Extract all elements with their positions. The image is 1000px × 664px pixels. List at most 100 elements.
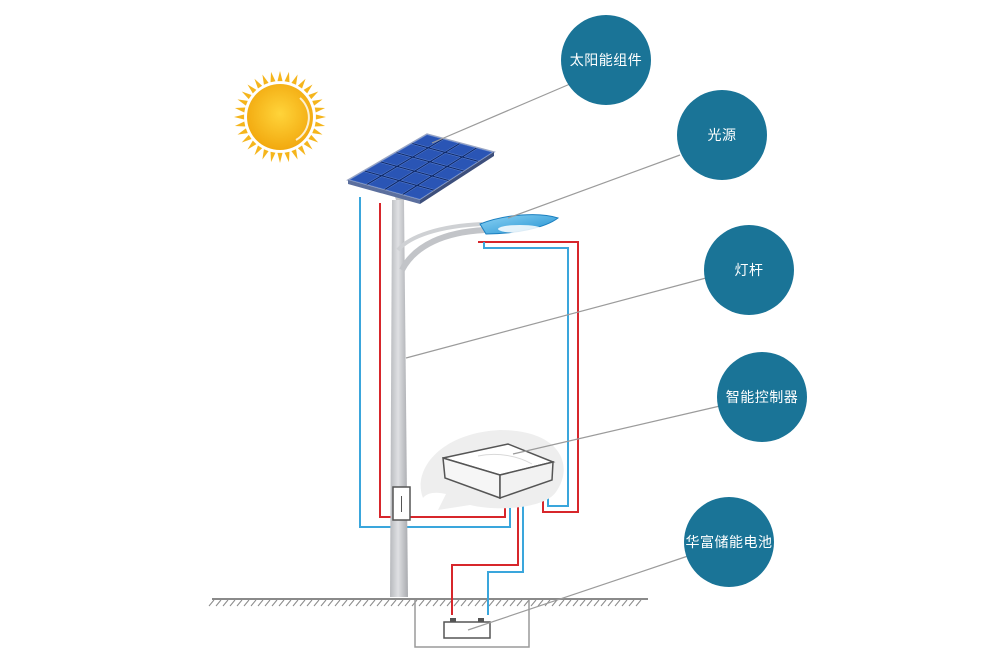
callout-battery: 华富储能电池 (684, 497, 774, 587)
sun-ray (237, 128, 248, 135)
sun-ray (284, 71, 290, 83)
sun-icon (234, 71, 326, 163)
sun-ray (303, 84, 313, 94)
ground-hatch (313, 599, 320, 607)
ground-hatch (551, 599, 558, 607)
ground-hatch (635, 599, 642, 607)
ground-hatch (530, 599, 537, 607)
solar-cell (400, 171, 431, 185)
ground-hatch (348, 599, 355, 607)
ground-hatch (236, 599, 243, 607)
sun-ray (284, 151, 290, 163)
solar-cell (385, 181, 416, 195)
leader-lines (405, 83, 721, 631)
callout-light-source-label: 光源 (707, 128, 737, 144)
sun-ray (303, 140, 313, 150)
solar-cell (380, 152, 412, 166)
ground-hatch (509, 599, 516, 607)
ground-hatch (565, 599, 572, 607)
sun-ray (241, 134, 252, 143)
ground-hatch (467, 599, 474, 607)
battery-pit (414, 600, 530, 648)
ground-hatch (341, 599, 348, 607)
sun-ray (315, 114, 326, 120)
sun-ray (254, 78, 263, 89)
solar-cell (431, 152, 461, 166)
ground-hatch (439, 599, 446, 607)
ground-hatch (320, 599, 327, 607)
ground-hatch (306, 599, 313, 607)
ground-hatch (453, 599, 460, 607)
ground-hatch (607, 599, 614, 607)
callout-lamp-pole-label: 灯杆 (734, 263, 764, 279)
ground-hatch (460, 599, 467, 607)
sun-ray (234, 107, 246, 113)
sun-ray (297, 145, 306, 156)
solar-cell (418, 176, 449, 190)
sun-ray (254, 145, 263, 156)
ground-hatch (222, 599, 229, 607)
sun-ray (291, 74, 298, 85)
callout-controller: 智能控制器 (717, 352, 807, 442)
ground-hatch (614, 599, 621, 607)
solar-panel (346, 133, 496, 204)
ground-hatch (579, 599, 586, 607)
sun-ray (234, 114, 245, 120)
ground-hatch (215, 599, 222, 607)
positive-wires (379, 203, 579, 615)
light-source-lamp (479, 214, 560, 235)
sun-ray (270, 71, 276, 83)
sun-ray (312, 128, 323, 135)
ground-hatch (488, 599, 495, 607)
callout-lamp-pole: 灯杆 (704, 225, 794, 315)
sun-ray (277, 71, 283, 82)
ground-hatch (229, 599, 236, 607)
solar-cell (463, 148, 493, 162)
ground-hatch (558, 599, 565, 607)
ground-hatch (425, 599, 432, 607)
ground-hatch (397, 599, 404, 607)
solar-cell (349, 171, 381, 185)
solar-cell (446, 143, 476, 157)
ground-hatch (243, 599, 250, 607)
sun-ray (262, 74, 269, 85)
sun-ray (241, 91, 252, 100)
ground-hatch (516, 599, 523, 607)
callout-controller-label: 智能控制器 (725, 390, 799, 406)
ground-hatch (285, 599, 292, 607)
sun-ray (291, 149, 298, 160)
ground-hatch (369, 599, 376, 607)
ground-hatch (299, 599, 306, 607)
sun-ray (308, 134, 319, 143)
sun-ray (247, 84, 257, 94)
solar-cell (396, 143, 427, 157)
solar-cell (382, 166, 414, 181)
callout-light-source: 光源 (677, 90, 767, 180)
ground-hatch (292, 599, 299, 607)
solar-cell (398, 157, 429, 171)
ground-hatch (271, 599, 278, 607)
solar-cell (415, 162, 446, 176)
ground-hatch (355, 599, 362, 607)
callout-solar-panel-label: 太阳能组件 (569, 53, 643, 69)
callout-solar-panel: 太阳能组件 (561, 15, 651, 105)
solar-cell (433, 167, 464, 181)
sun-ray (234, 121, 246, 127)
lamp-pole (390, 188, 486, 597)
ground-hatch (257, 599, 264, 607)
solar-cell (403, 186, 434, 200)
callout-battery-label: 华富储能电池 (685, 535, 773, 551)
ground-hatch (502, 599, 509, 607)
ground-hatch (383, 599, 390, 607)
solar-cell (367, 176, 398, 190)
sun-ray (297, 78, 306, 89)
sun-ray (247, 140, 257, 150)
ground-hatch (481, 599, 488, 607)
ground-hatch (376, 599, 383, 607)
negative-wires (359, 197, 569, 615)
sun-ray (262, 149, 269, 160)
ground-hatch (362, 599, 369, 607)
solar-cell (413, 148, 444, 162)
ground-hatch (628, 599, 635, 607)
